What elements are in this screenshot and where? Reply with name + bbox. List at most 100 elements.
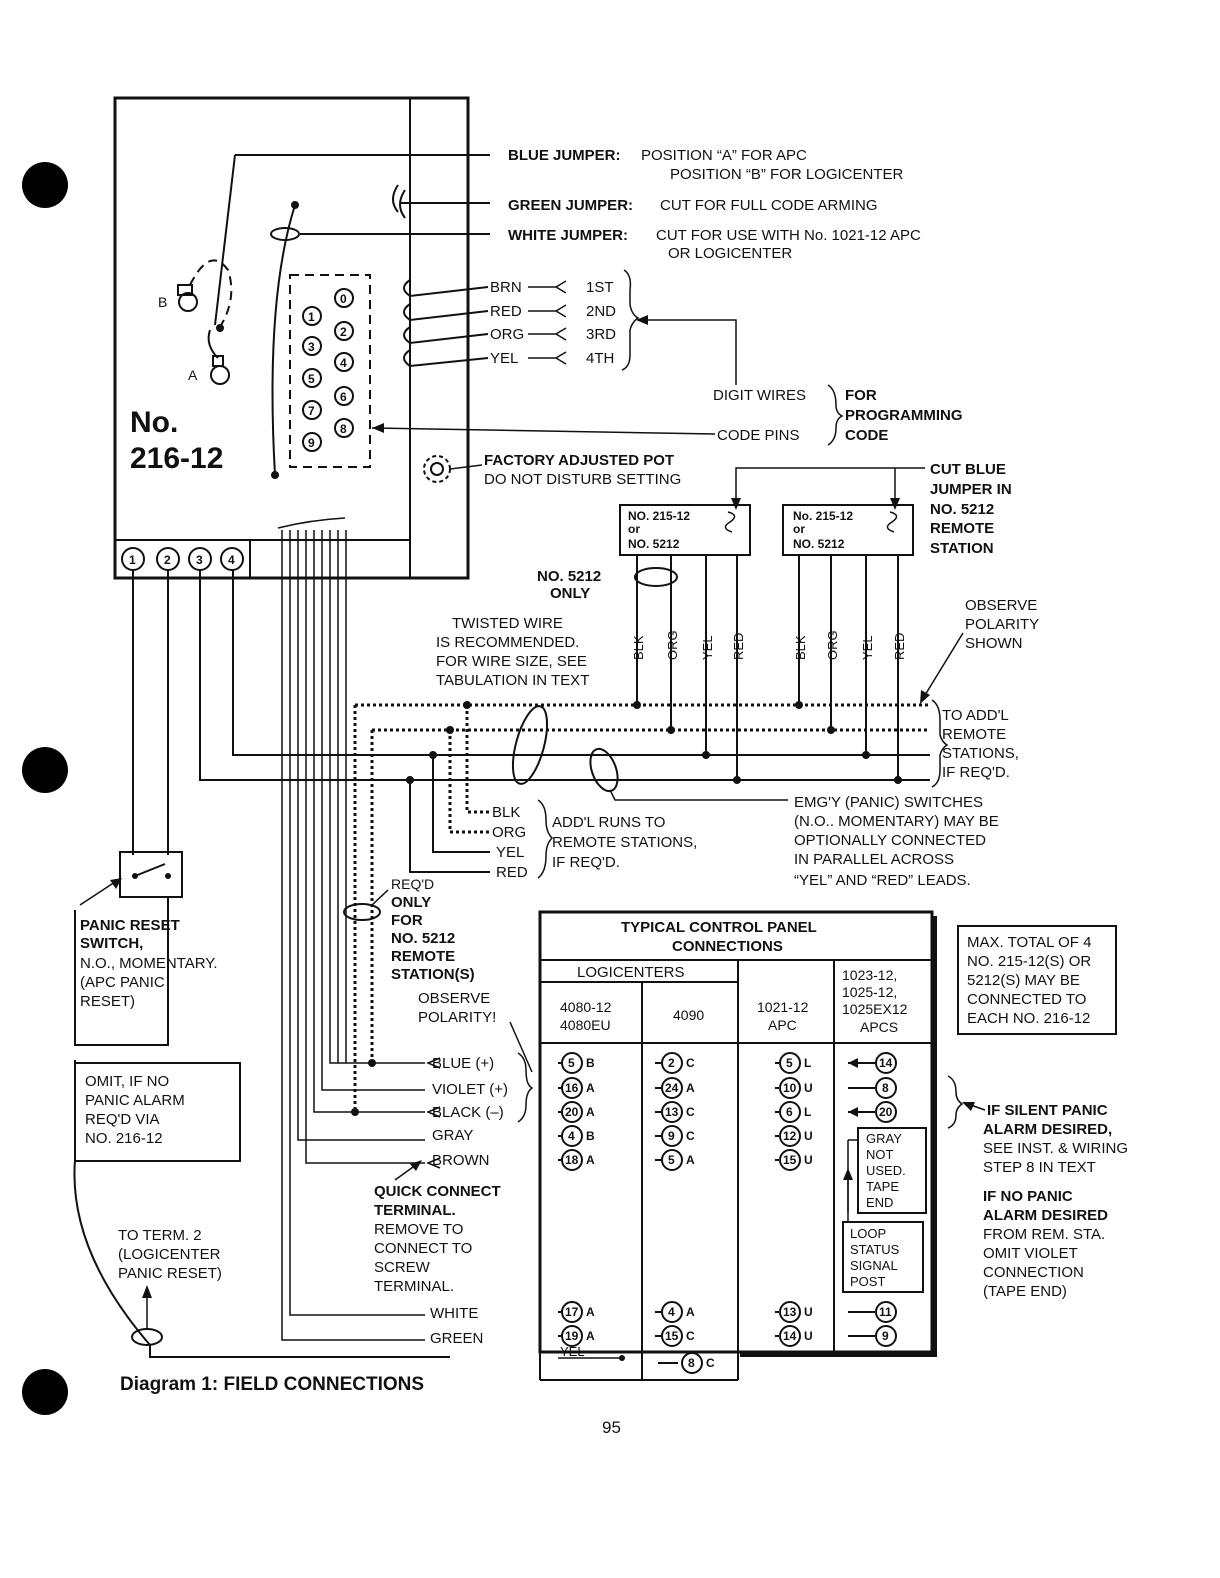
table-group-header: LOGICENTERS: [577, 964, 685, 981]
table-terminal-number: 20: [565, 1105, 579, 1119]
omit-3: REQ'D VIA: [85, 1111, 160, 1128]
table-terminal-suffix: B: [586, 1056, 595, 1070]
station2-wire-blk: BLK: [793, 635, 808, 660]
digit-wire-color-2: RED: [490, 303, 522, 320]
lead-violet: VIOLET (+): [432, 1081, 508, 1098]
unit-model-number: 216-12: [130, 442, 223, 475]
loop-note-4: POST: [850, 1274, 885, 1289]
terminal-circle: [561, 1077, 583, 1099]
cut-blue-2: JUMPER IN: [930, 481, 1012, 498]
max-2: NO. 215-12(S) OR: [967, 953, 1091, 970]
table-terminal-suffix: U: [804, 1329, 813, 1343]
code-pin-2: 2: [340, 325, 347, 339]
binder-hole-top: [22, 162, 68, 208]
table-terminal-number: 6: [786, 1105, 793, 1119]
terminal-circle: [661, 1125, 683, 1147]
to-addl-1: TO ADD'L: [942, 707, 1009, 724]
white-jumper-title: WHITE JUMPER:: [508, 227, 628, 244]
max-3: 5212(S) MAY BE: [967, 972, 1080, 989]
table-terminal-number: 13: [665, 1105, 679, 1119]
table-terminal-number: 5: [668, 1153, 675, 1167]
blue-jumper-title: BLUE JUMPER:: [508, 147, 621, 164]
gray-note-4: TAPE: [866, 1179, 899, 1194]
col2-line1: 4090: [673, 1007, 704, 1023]
terminal-3: 3: [196, 553, 203, 567]
table-terminal-number: 24: [665, 1081, 679, 1095]
table-terminal-number: 16: [565, 1081, 579, 1095]
panel-leads: BLUE (+) VIOLET (+) BLACK (–) GRAY BROWN…: [394, 1052, 534, 1347]
terminal-circle: [779, 1149, 801, 1171]
table-arrow: [848, 1107, 858, 1117]
table-terminal-suffix: C: [686, 1056, 695, 1070]
terminal-circle: [875, 1052, 897, 1074]
table-terminal-suffix: U: [804, 1081, 813, 1095]
to-addl-3: STATIONS,: [942, 745, 1019, 762]
table-terminal-number: 14: [879, 1056, 893, 1070]
gray-note-2: NOT: [866, 1147, 894, 1162]
code-pin-0: 0: [340, 292, 347, 306]
terminal-circle: [875, 1077, 897, 1099]
unit-216-12: No. 216-12 1 2 3 4 B A 0: [113, 96, 716, 580]
terminal-circle: [779, 1101, 801, 1123]
addl-runs-1: ADD'L RUNS TO: [552, 814, 665, 831]
station2-wire-org: ORG: [825, 630, 840, 660]
binder-hole-middle: [22, 747, 68, 793]
table-terminal-number: 11: [879, 1305, 892, 1319]
table-terminal-suffix: C: [686, 1105, 695, 1119]
terminal-strip: 1 2 3 4: [121, 547, 244, 571]
loop-note-2: STATUS: [850, 1242, 900, 1257]
max-5: EACH NO. 216-12: [967, 1010, 1090, 1027]
table-terminal-suffix: A: [586, 1305, 595, 1319]
silent-3: SEE INST. & WIRING: [983, 1140, 1128, 1157]
reqd-4: NO. 5212: [391, 930, 455, 947]
lead-brown: BROWN: [432, 1152, 490, 1169]
addl-runs-2: REMOTE STATIONS,: [552, 834, 697, 851]
table-terminal-suffix: C: [686, 1129, 695, 1143]
cut-blue-5: STATION: [930, 540, 994, 557]
silent-4: STEP 8 IN TEXT: [983, 1159, 1096, 1176]
panic-reset-switch: [73, 570, 450, 1358]
table-terminal-suffix: A: [686, 1153, 695, 1167]
terminal-circle: [779, 1325, 801, 1347]
col4-line4: APCS: [860, 1019, 898, 1035]
code-pin-6: 6: [340, 390, 347, 404]
run-wire-red: RED: [496, 864, 528, 881]
terminal-circle: [661, 1077, 683, 1099]
lead-black: BLACK (–): [432, 1104, 504, 1121]
cut-blue-4: REMOTE: [930, 520, 994, 537]
gray-note-3: USED.: [866, 1163, 906, 1178]
terminal-circle: [779, 1125, 801, 1147]
bus-wiring: [199, 570, 930, 1112]
nopanic-5: CONNECTION: [983, 1264, 1084, 1281]
silent-1: IF SILENT PANIC: [987, 1102, 1108, 1119]
gray-note-5: END: [866, 1195, 893, 1210]
loop-note-3: SIGNAL: [850, 1258, 898, 1273]
reqd-3: FOR: [391, 912, 423, 929]
terminal-circle: [779, 1301, 801, 1323]
run-wire-org: ORG: [492, 824, 526, 841]
terminal-4: 4: [228, 553, 235, 567]
white-jumper-line1: CUT FOR USE WITH No. 1021-12 APC: [656, 227, 921, 244]
terminal-circle: [561, 1325, 583, 1347]
table-terminal-number: 18: [565, 1153, 579, 1167]
observe-polarity-1: OBSERVE: [965, 597, 1037, 614]
nopanic-3: FROM REM. STA.: [983, 1226, 1105, 1243]
for-programming-3: CODE: [845, 427, 888, 444]
run-wire-yel: YEL: [496, 844, 524, 861]
twisted-wire-3: FOR WIRE SIZE, SEE: [436, 653, 587, 670]
col1-line1: 4080-12: [560, 999, 612, 1015]
gray-note-1: GRAY: [866, 1131, 902, 1146]
terminal-circle: [561, 1149, 583, 1171]
table-terminal-number: 8: [882, 1081, 889, 1095]
station-2-line3: NO. 5212: [793, 537, 845, 551]
digit-wires-label: DIGIT WIRES: [713, 387, 806, 404]
cut-blue-1: CUT BLUE: [930, 461, 1006, 478]
table-terminal-number: 15: [783, 1153, 797, 1167]
table-terminal-number: 4: [668, 1305, 675, 1319]
lead-gray: GRAY: [432, 1127, 473, 1144]
pot-text: DO NOT DISTURB SETTING: [484, 471, 681, 488]
quick-3: REMOVE TO: [374, 1221, 463, 1238]
blue-jumper-line1: POSITION “A” FOR APC: [641, 147, 807, 164]
